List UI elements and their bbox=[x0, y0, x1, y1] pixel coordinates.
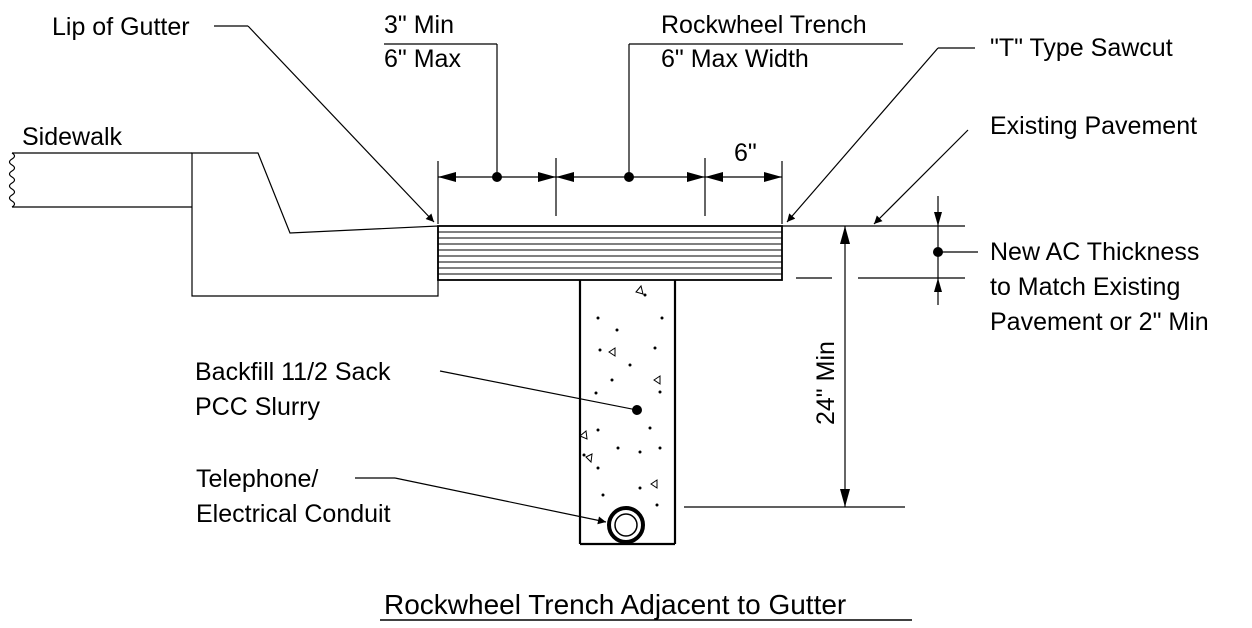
curb-gutter bbox=[191, 152, 439, 297]
break-line-icon bbox=[8, 152, 16, 208]
trench bbox=[578, 280, 677, 546]
reference-lines bbox=[684, 225, 965, 508]
max-6-label: 6" Max bbox=[384, 45, 461, 73]
sidewalk-label: Sidewalk bbox=[22, 123, 123, 151]
conduit bbox=[607, 506, 645, 544]
top-dimension bbox=[437, 158, 783, 224]
depth-label: 24" Min bbox=[812, 341, 840, 425]
lower-leaders bbox=[355, 370, 638, 525]
t-type-sawcut-label: "T" Type Sawcut bbox=[990, 34, 1173, 62]
depth-dimension bbox=[840, 226, 850, 507]
ac-pavement-patch bbox=[437, 225, 783, 281]
top-leaders bbox=[214, 25, 975, 225]
six-inch-label: 6" bbox=[734, 139, 757, 167]
max-width-label: 6" Max Width bbox=[661, 45, 809, 73]
pcc-slurry-label: PCC Slurry bbox=[195, 393, 321, 421]
rockwheel-trench-label: Rockwheel Trench bbox=[661, 11, 867, 39]
diagram-title: Rockwheel Trench Adjacent to Gutter bbox=[384, 589, 846, 620]
existing-pavement-label: Existing Pavement bbox=[990, 112, 1197, 140]
match-existing-label: to Match Existing bbox=[990, 273, 1180, 301]
ac-thickness-dimension bbox=[933, 196, 978, 305]
new-ac-thickness-label: New AC Thickness bbox=[990, 238, 1199, 266]
lip-of-gutter-label: Lip of Gutter bbox=[52, 13, 190, 41]
min-3-label: 3" Min bbox=[384, 11, 454, 39]
telephone-label: Telephone/ bbox=[196, 465, 318, 493]
pavement-2in-min-label: Pavement or 2" Min bbox=[990, 308, 1209, 336]
backfill-leader-dot bbox=[632, 405, 642, 415]
backfill-label: Backfill 11/2 Sack bbox=[195, 358, 391, 386]
slurry-stipple bbox=[579, 284, 664, 507]
sidewalk bbox=[8, 152, 192, 208]
electrical-conduit-label: Electrical Conduit bbox=[196, 500, 391, 528]
